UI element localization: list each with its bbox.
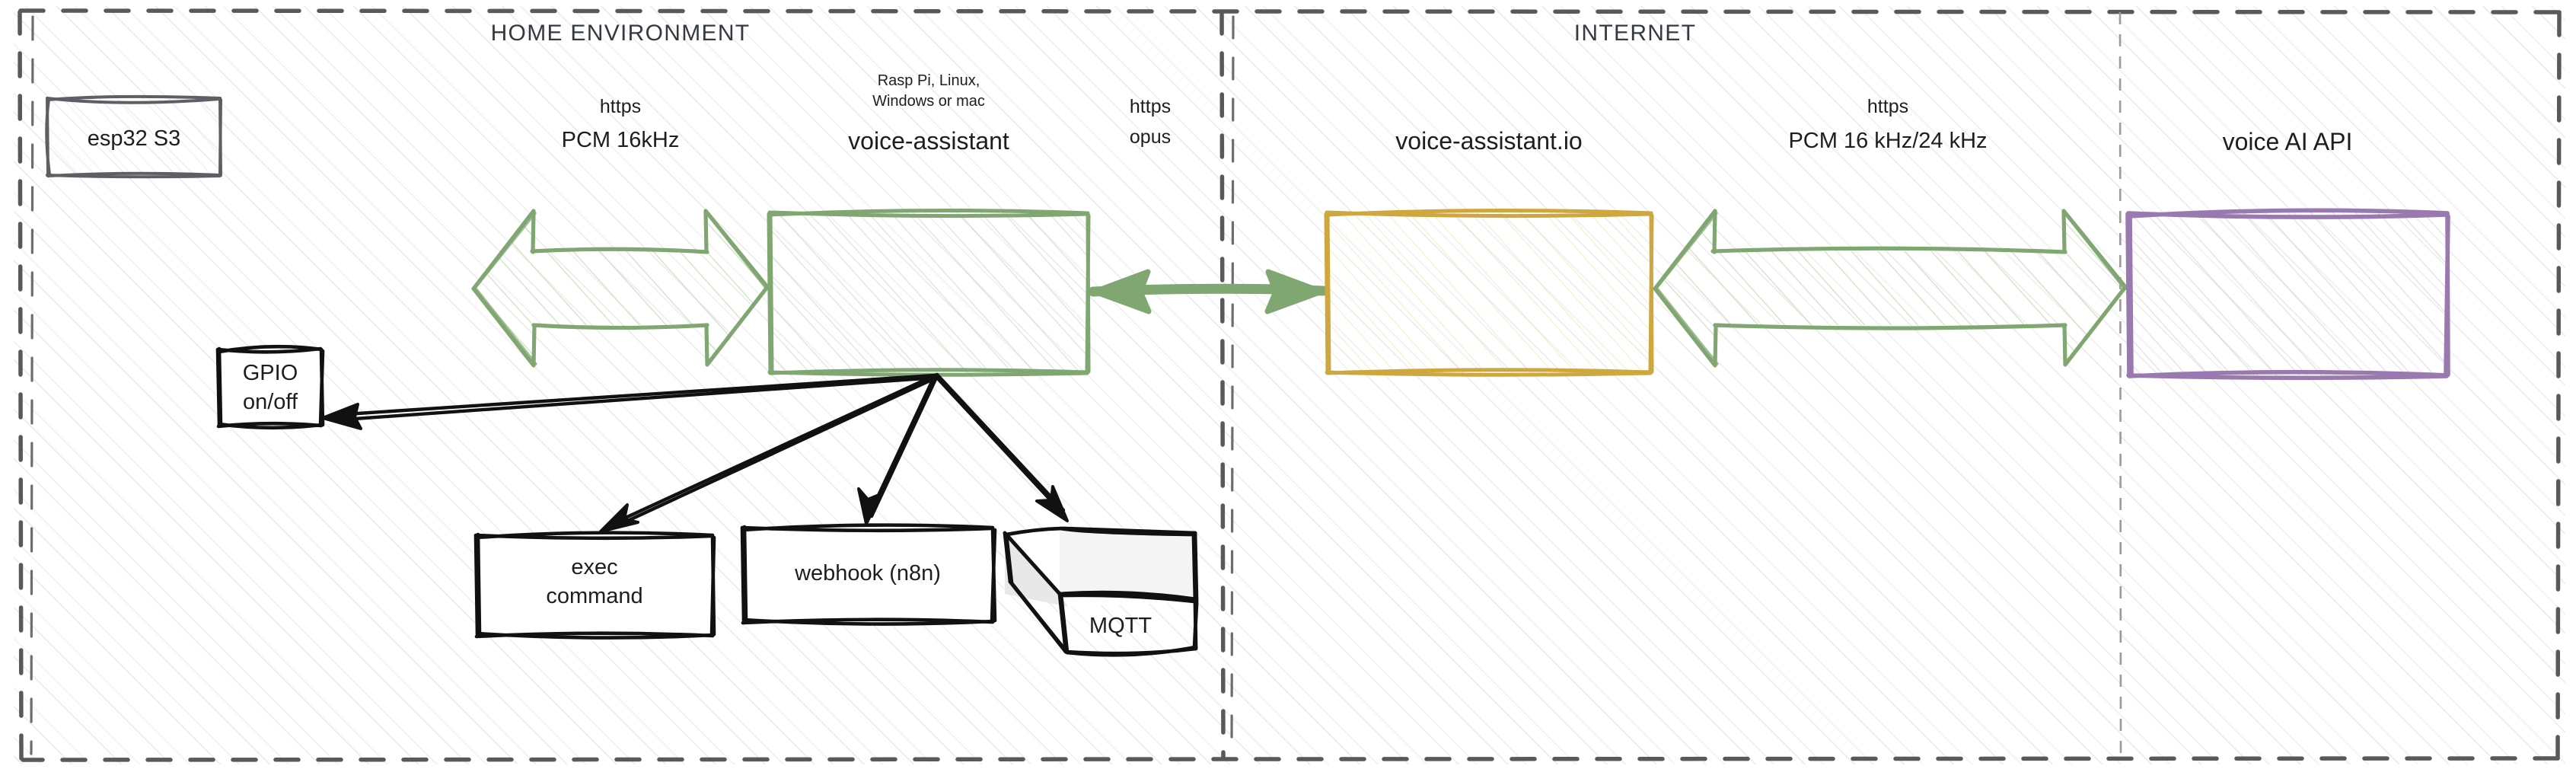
voice-assistant-node-shape[interactable] — [767, 208, 1091, 377]
home-internet-divider — [1219, 10, 1235, 761]
esp32-link-format-label: PCM 16kHz — [561, 128, 680, 152]
voice-assistant-to-exec-arrow-shape — [599, 373, 939, 533]
zone-title-home-environment: HOME ENVIRONMENT — [490, 21, 751, 46]
internet-link-codec-label: opus — [1129, 126, 1172, 148]
esp32-node-label: esp32 S3 — [87, 126, 181, 151]
voice-assistant-io-node-shape[interactable] — [1324, 208, 1654, 377]
gpio-node-label: GPIO on/off — [242, 361, 298, 414]
voice-assistant-to-io-arrow-shape — [1088, 269, 1328, 314]
voice-assistant-to-mqtt-arrow-shape — [933, 372, 1069, 522]
voice-assistant-to-webhook-arrow-shape — [857, 373, 939, 525]
voice-assistant-platform-note: Rasp Pi, Linux, Windows or mac — [872, 72, 985, 110]
internet-link-protocol-label: https — [1129, 96, 1172, 117]
outer-dashed-border — [18, 8, 2562, 762]
voice-assistant-io-node-label: voice-assistant.io — [1395, 127, 1583, 155]
api-link-protocol-label: https — [1867, 96, 1909, 117]
zone-title-internet: INTERNET — [1573, 21, 1697, 46]
esp32-to-voice-assistant-arrow-shape — [471, 209, 770, 368]
voice-ai-api-node-shape[interactable] — [2125, 208, 2450, 381]
mqtt-node-label: MQTT — [1089, 614, 1153, 638]
esp32-link-protocol-label: https — [599, 96, 642, 117]
webhook-node-label: webhook (n8n) — [795, 561, 941, 586]
voice-ai-api-node-label: voice AI API — [2222, 128, 2353, 155]
voice-assistant-to-gpio-arrow-shape — [321, 373, 937, 430]
internet-subzone-divider — [2119, 11, 2122, 759]
api-link-format-label: PCM 16 kHz/24 kHz — [1788, 129, 1988, 153]
exec-command-node-label: exec command — [546, 555, 643, 608]
io-to-voice-ai-api-arrow-shape — [1653, 209, 2128, 368]
voice-assistant-node-label: voice-assistant — [848, 127, 1009, 155]
